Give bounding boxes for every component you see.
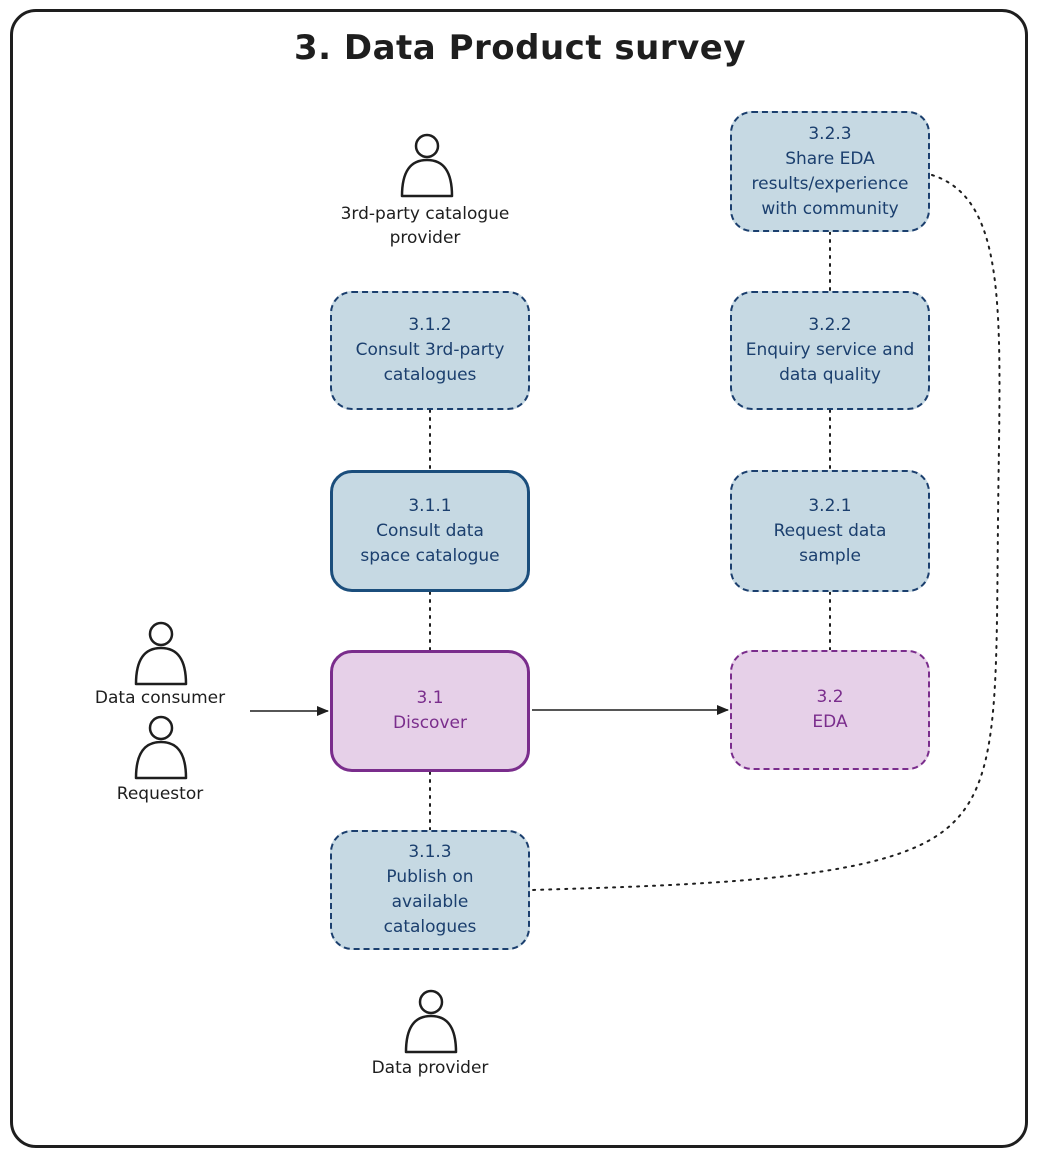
box-number: 3.2.3 [808,123,852,144]
box-label: EDA [812,712,848,732]
box-3-2-eda: 3.2 EDA [730,650,930,770]
box-number: 3.2.2 [808,315,852,335]
box-3-2-2: 3.2.2 Enquiry service and data quality [730,291,930,410]
box-label: Consult data space catalogue [360,520,500,566]
box-number: 3.1 [416,688,444,708]
box-3-1-discover: 3.1 Discover [330,650,530,772]
diagram-frame [10,9,1028,1148]
actor-label-requestor: Requestor [116,784,204,804]
person-icon [400,133,454,198]
box-number: 3.2.1 [808,495,852,516]
person-icon [134,715,188,780]
box-3-1-2: 3.1.2 Consult 3rd-party catalogues [330,291,530,410]
box-3-1-3: 3.1.3 Publish on available catalogues [330,830,530,950]
box-number: 3.1.1 [408,495,452,516]
actor-label-data-provider: Data provider [371,1058,489,1078]
box-label: Enquiry service and data quality [745,340,915,385]
box-label: Share EDA results/experience with commun… [751,148,909,219]
box-3-1-1: 3.1.1 Consult data space catalogue [330,470,530,592]
box-label: Consult 3rd-party catalogues [355,340,505,385]
box-label: Publish on available catalogues [383,867,477,937]
actor-label-catalogue-provider: 3rd-party catalogue provider [340,204,510,248]
box-3-2-3: 3.2.3 Share EDA results/experience with … [730,111,930,232]
person-icon [404,989,458,1054]
box-3-2-1: 3.2.1 Request data sample [730,470,930,592]
box-label: Discover [393,713,467,733]
box-number: 3.1.2 [408,315,452,335]
box-number: 3.1.3 [408,842,452,862]
actor-label-data-consumer: Data consumer [94,688,226,708]
diagram-title: 3. Data Product survey [293,28,747,68]
box-label: Request data sample [773,520,887,566]
box-number: 3.2 [816,687,844,707]
person-icon [134,621,188,686]
